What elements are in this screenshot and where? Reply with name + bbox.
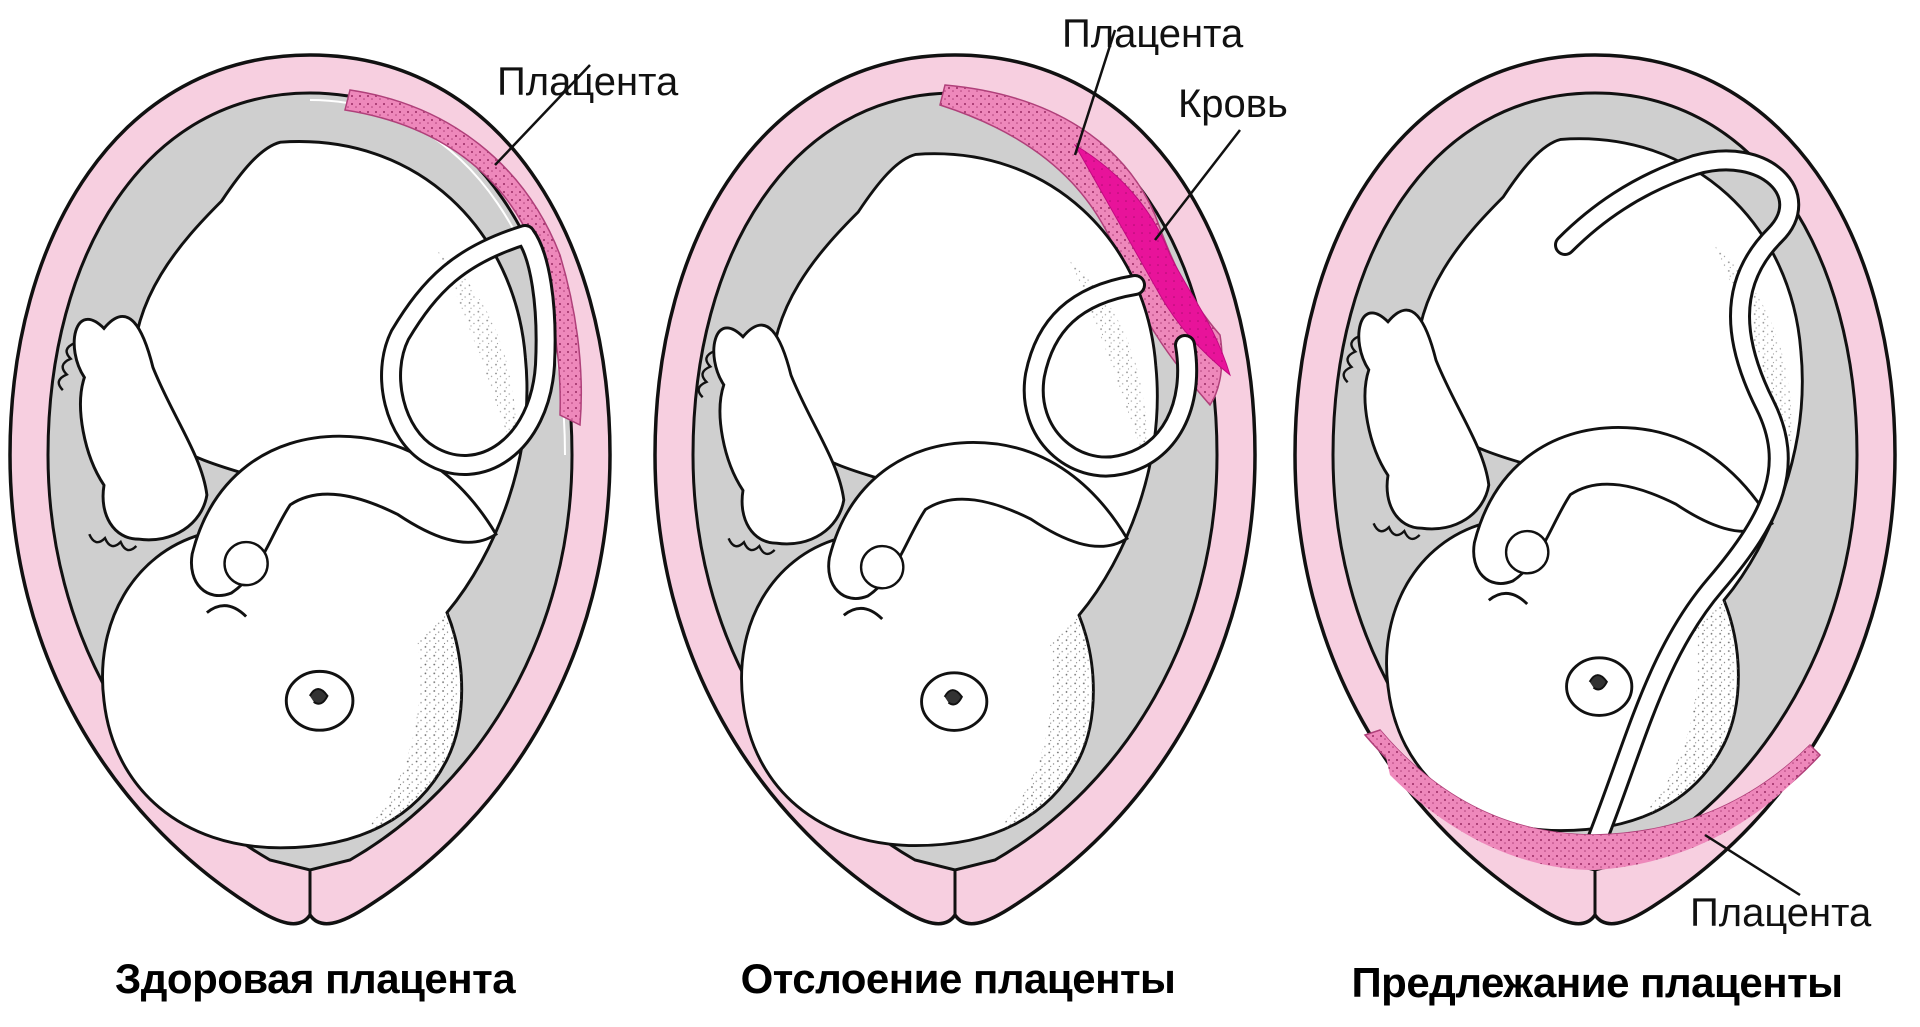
caption-placenta-previa: Предлежание плаценты bbox=[1351, 959, 1843, 1006]
callout-placenta-previa: Плацента bbox=[1690, 891, 1872, 935]
panel-healthy-illustration bbox=[8, 53, 612, 926]
panel-abruption-illustration bbox=[653, 29, 1257, 926]
callout-placenta-healthy: Плацента bbox=[497, 60, 679, 104]
panel-previa-illustration bbox=[1293, 53, 1897, 926]
caption-placental-abruption: Отслоение плаценты bbox=[740, 955, 1176, 1002]
callout-placenta-abruption: Плацента bbox=[1062, 12, 1244, 56]
callout-blood-abruption: Кровь bbox=[1178, 82, 1288, 126]
caption-healthy-placenta: Здоровая плацента bbox=[114, 955, 516, 1002]
